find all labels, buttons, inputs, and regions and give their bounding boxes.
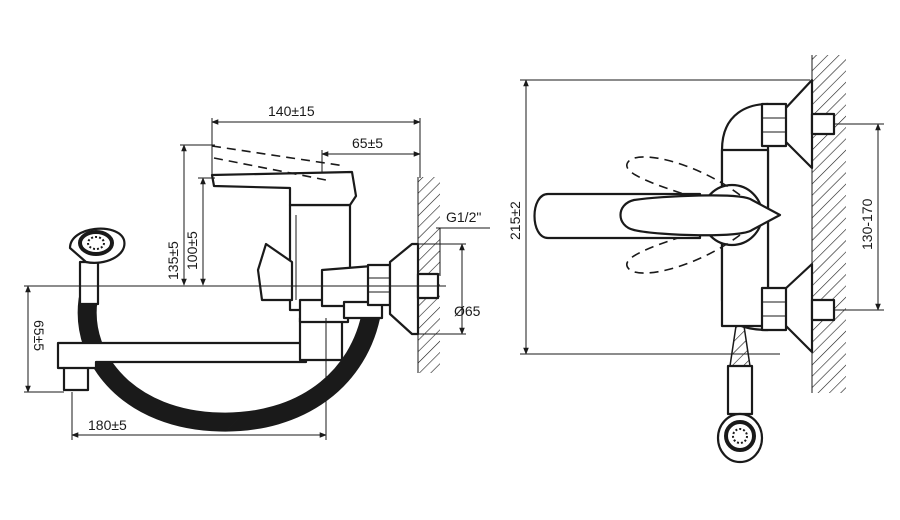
front-view: 215±2 130-170 bbox=[507, 55, 884, 464]
dim-thread: G1/2" bbox=[436, 209, 490, 276]
thread-label: G1/2" bbox=[446, 209, 481, 225]
dim-front-height-label: 215±2 bbox=[507, 201, 523, 240]
spout bbox=[56, 316, 344, 392]
dim-handle-offset-label: 65±5 bbox=[352, 135, 383, 151]
shower-head bbox=[68, 227, 126, 264]
flange-diameter-label: Ø65 bbox=[454, 303, 481, 319]
front-lever bbox=[619, 194, 782, 237]
front-upper-connection bbox=[760, 78, 836, 170]
faucet-body bbox=[256, 203, 392, 324]
hose-handle-tube bbox=[78, 260, 100, 306]
dim-140: 140±15 bbox=[211, 103, 421, 178]
lever-raised-outline bbox=[211, 145, 346, 167]
lever-handle bbox=[210, 170, 358, 207]
dim-height-total-label: 135±5 bbox=[165, 241, 181, 280]
dim-vertical-side: 135±5 100±5 bbox=[24, 144, 446, 287]
dim-front-centres: 130-170 bbox=[834, 123, 884, 311]
front-lower-connection bbox=[760, 262, 836, 354]
dim-spout-height-label: 65±5 bbox=[31, 320, 47, 351]
front-shower-head bbox=[716, 412, 764, 464]
wall-flange bbox=[388, 242, 440, 336]
dim-height-body-label: 100±5 bbox=[184, 231, 200, 270]
side-view: 140±15 65±5 135±5 100±5 65±5 bbox=[24, 103, 490, 440]
dim-65-top: 65±5 bbox=[321, 135, 421, 172]
dim-spout-length: 180±5 bbox=[71, 318, 327, 440]
dim-front-height: 215±2 bbox=[507, 79, 810, 355]
dim-spout-length-label: 180±5 bbox=[88, 417, 127, 433]
connection-nut bbox=[366, 263, 392, 307]
front-hose bbox=[726, 325, 754, 416]
dim-flange-diameter: Ø65 bbox=[418, 243, 481, 335]
diverter-knob bbox=[256, 242, 294, 302]
lever-swing-upper bbox=[626, 156, 741, 197]
dim-top-width-label: 140±15 bbox=[268, 103, 315, 119]
dim-front-centres-label: 130-170 bbox=[859, 198, 875, 250]
lever-swing-lower bbox=[626, 233, 741, 274]
dim-spout-height: 65±5 bbox=[24, 285, 64, 393]
front-wall bbox=[811, 55, 846, 393]
